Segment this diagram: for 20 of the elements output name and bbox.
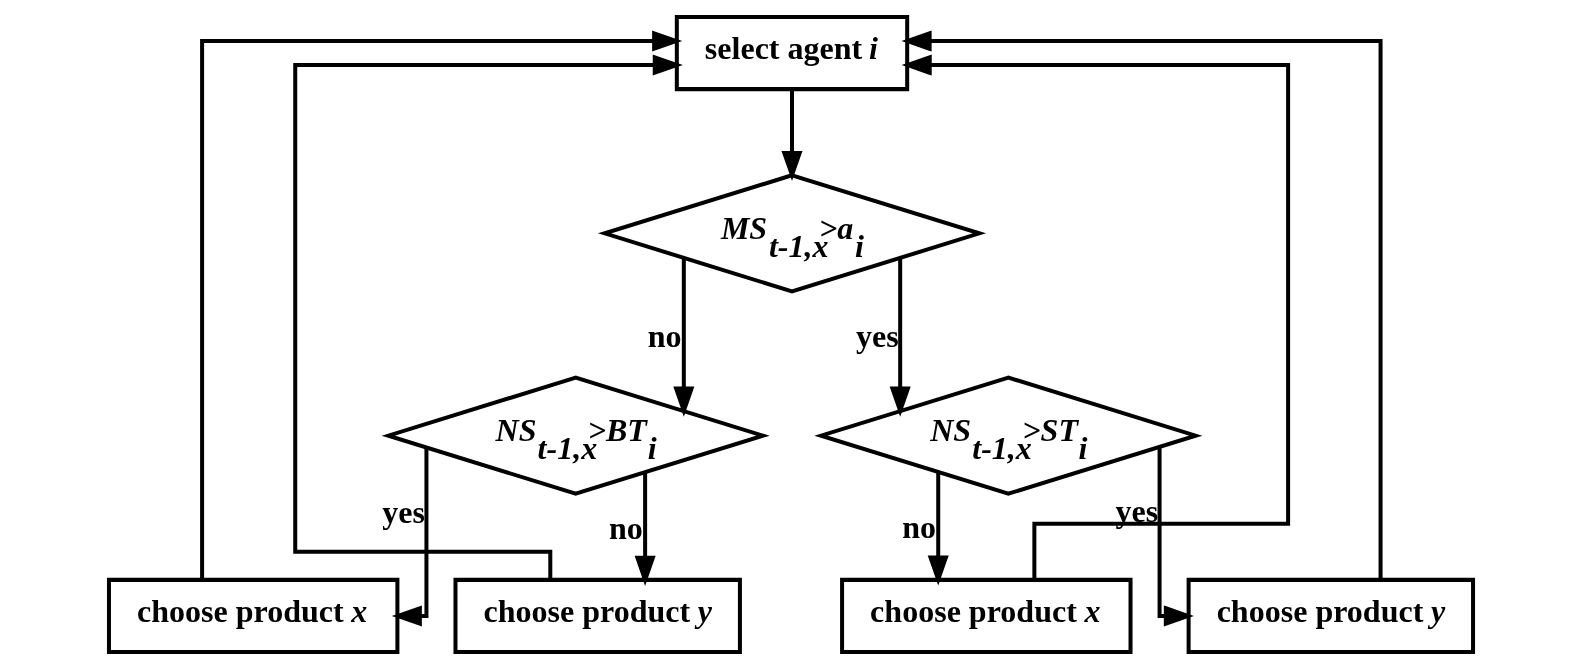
node-box: select agent i [674, 14, 909, 91]
arrow [199, 30, 682, 579]
edge-label: yes [855, 317, 899, 354]
edge-label: no [608, 509, 643, 546]
node-box: choose product y [452, 577, 742, 654]
arrow [901, 30, 1383, 579]
arrow [1157, 446, 1194, 626]
edge-label: no [901, 508, 936, 545]
node-box: choose product y [1186, 577, 1475, 654]
edge-label: no [647, 317, 682, 354]
arrow [780, 89, 803, 181]
arrow [672, 257, 694, 417]
arrow [901, 54, 1290, 579]
node-box: choose product x [839, 577, 1133, 654]
edge-label: yes [381, 493, 425, 530]
node-box: choose product x [106, 577, 399, 654]
arrow [927, 471, 949, 586]
arrow [391, 447, 428, 626]
arrow [889, 257, 911, 417]
arrow [634, 472, 656, 586]
